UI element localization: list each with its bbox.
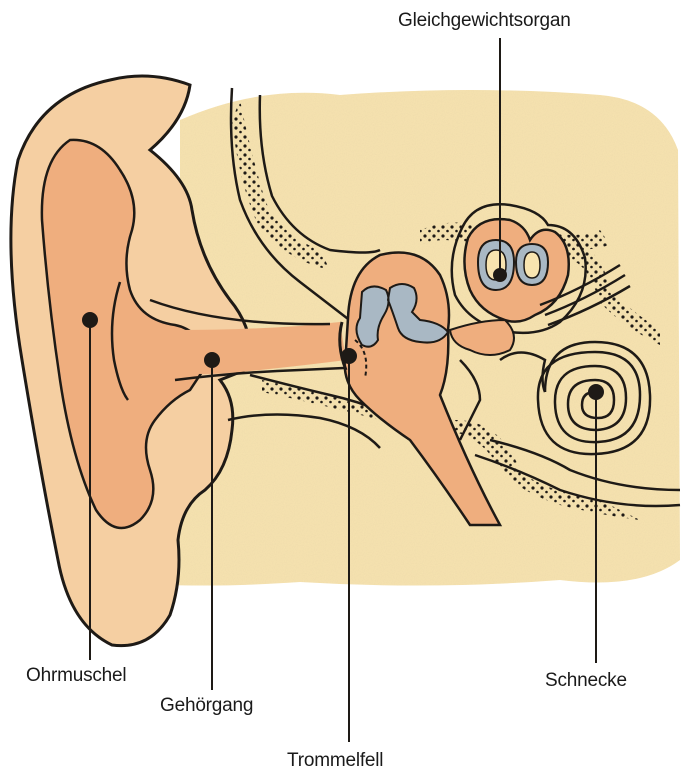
label-schnecke: Schnecke bbox=[545, 670, 627, 692]
label-ohrmuschel: Ohrmuschel bbox=[26, 665, 126, 687]
label-trommelfell: Trommelfell bbox=[287, 750, 383, 772]
label-gehoergang: Gehörgang bbox=[160, 695, 253, 717]
label-gleichgewichtsorgan: Gleichgewichtsorgan bbox=[398, 10, 571, 32]
